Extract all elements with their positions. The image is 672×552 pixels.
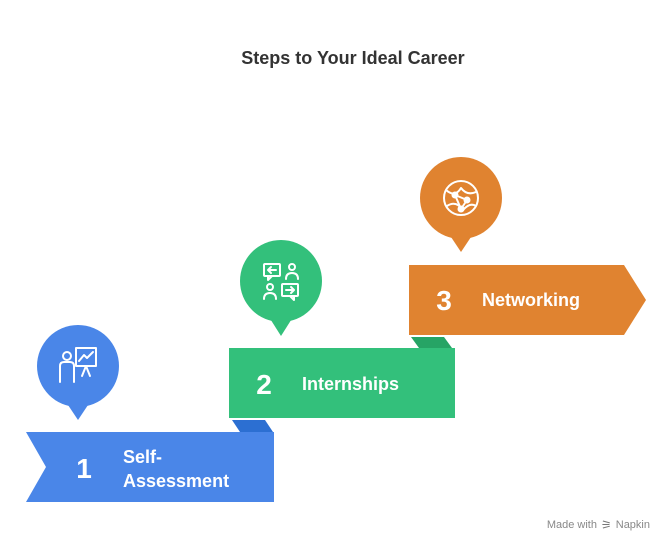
- napkin-logo-icon: ⚞: [600, 518, 612, 532]
- step-3-pin: [420, 157, 502, 252]
- presentation-icon: [59, 347, 97, 383]
- step-1-pin: [37, 325, 119, 420]
- diagram-title: Steps to Your Ideal Career: [241, 48, 465, 68]
- step-1-label-line1: Self-: [123, 447, 162, 467]
- step-1-connector: [232, 420, 273, 432]
- made-with-text: Made with: [546, 519, 597, 531]
- napkin-brand-text: Napkin: [615, 519, 650, 531]
- step-3-number: 3: [436, 285, 452, 316]
- step-3-banner: [409, 265, 646, 335]
- step-2-pin: [240, 240, 322, 336]
- step-3-label: Networking: [482, 290, 580, 310]
- step-2-connector: [411, 337, 452, 348]
- step-1-number: 1: [76, 453, 92, 484]
- conversation-icon: [263, 263, 299, 301]
- globe-network-icon: [443, 180, 479, 216]
- step-2-banner: [229, 348, 455, 418]
- step-1-label-line2: Assessment: [123, 471, 229, 491]
- napkin-watermark: Made with ⚞ Napkin: [547, 518, 650, 532]
- step-2-number: 2: [256, 369, 272, 400]
- step-1-banner: [26, 432, 274, 502]
- step-2-label: Internships: [302, 374, 399, 394]
